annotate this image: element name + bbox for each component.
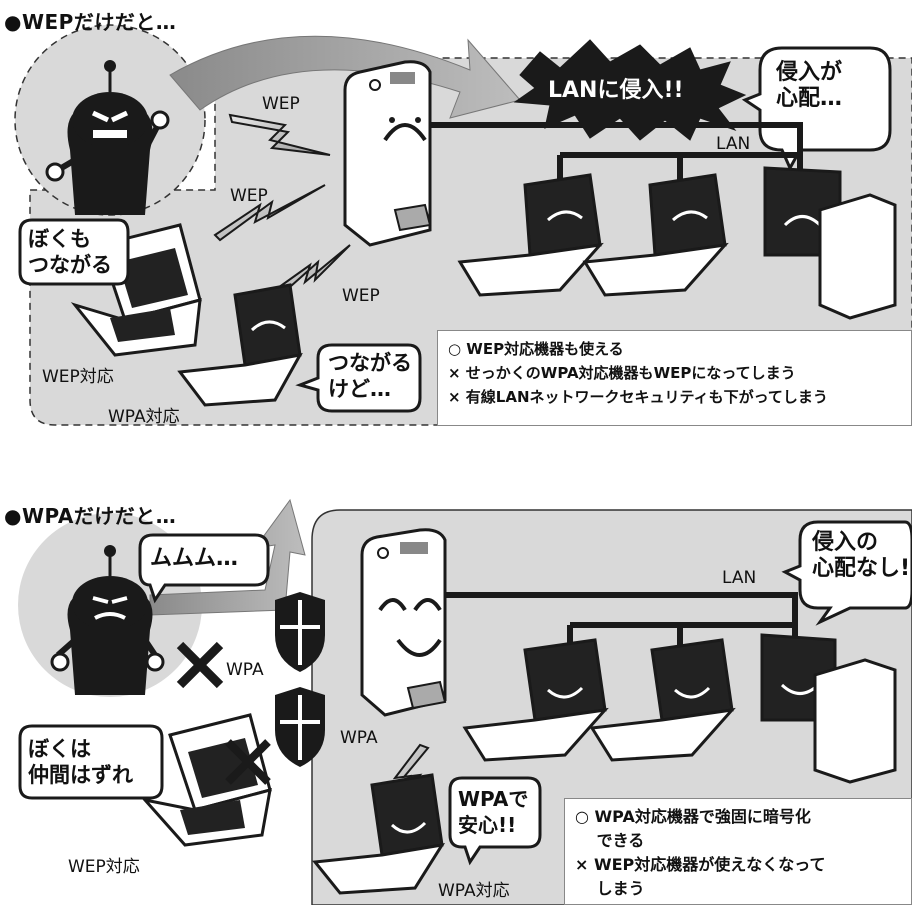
lan-cable (430, 122, 803, 195)
laptop-happy-1 (462, 638, 609, 762)
hacker-bubble-text: ムムム… (150, 546, 239, 571)
wpa-label-1: WPA (226, 660, 264, 680)
note2-2: できる (575, 831, 645, 850)
wpa-label-2: WPA (340, 728, 378, 748)
deflect-arrow (149, 498, 306, 616)
note2-3: × WEP対応機器が使えなくなって (575, 855, 826, 874)
wep-signal-1 (228, 113, 331, 156)
alert-text: LANに侵入!! (548, 78, 684, 103)
laptop-sad-1 (457, 173, 604, 297)
ds-bubble-2-text: ぼくは 仲間はずれ (28, 737, 133, 787)
wep-device-label: WEP対応 (42, 367, 114, 387)
section1-heading: ●WEPだけだと… (4, 10, 177, 34)
lan-label: LAN (716, 134, 751, 154)
section2-heading: ●WPAだけだと… (4, 504, 177, 528)
ds-bubble-2 (18, 724, 164, 800)
desktop-happy (760, 633, 897, 784)
ds-device-1 (70, 223, 202, 357)
wep-signal-2 (213, 184, 326, 242)
section2-notes: ○ WPA対応機器で強固に暗号化 できる × WEP対応機器が使えなくなって し… (564, 798, 912, 905)
desktop-sad (763, 166, 897, 320)
ds-bubble-text: ぼくも つながる (28, 227, 112, 277)
note-3: × 有線LANネットワークセキュリティも下がってしまう (448, 388, 828, 406)
note-2: × せっかくのWPA対応機器もWEPになってしまう (448, 364, 796, 382)
ds-bubble-1 (18, 218, 130, 286)
laptop-bubble-text: つながる けど… (328, 351, 412, 401)
wep-device-label-2: WEP対応 (68, 857, 140, 877)
laptop-bubble-2 (448, 776, 542, 866)
laptop-sad-2 (582, 173, 729, 297)
worry-bubble (741, 46, 892, 172)
shield-icon-1 (275, 592, 325, 672)
hacker-bubble-2 (138, 533, 270, 604)
laptop-happy-2 (589, 638, 736, 762)
note-1: ○ WEP対応機器も使える (448, 340, 624, 358)
note2-1: ○ WPA対応機器で強固に暗号化 (575, 807, 811, 826)
safe-bubble-text: 侵入の 心配なし!! (812, 530, 912, 581)
lan-label-2: LAN (722, 568, 757, 588)
ds-x-icon (225, 739, 271, 785)
laptop-wpa-1 (177, 283, 303, 407)
wep-label-1: WEP (262, 94, 300, 114)
worry-bubble-text: 侵入が 心配… (776, 60, 843, 111)
hacker-figure-2 (50, 545, 165, 695)
wpa-device-label: WPA対応 (108, 407, 180, 427)
wep-label-3: WEP (342, 286, 380, 306)
note2-4: しまう (575, 879, 645, 898)
laptop-wpa-happy (312, 773, 446, 895)
section1-notes: ○ WEP対応機器も使える × せっかくのWPA対応機器もWEPになってしまう … (437, 330, 912, 426)
shield-icon-2 (275, 687, 325, 767)
router-happy (360, 528, 447, 717)
laptop-bubble-2-text: WPAで 安心!! (458, 787, 529, 837)
wpa-device-label-2: WPA対応 (438, 881, 510, 901)
wep-label-2: WEP (230, 186, 268, 206)
blocked-x-icon (176, 641, 224, 689)
router-sad (343, 60, 432, 247)
lan-cable-2 (445, 592, 798, 660)
hacker-figure (45, 60, 170, 215)
ds-device-2 (140, 713, 272, 847)
laptop-bubble-1 (295, 343, 422, 413)
